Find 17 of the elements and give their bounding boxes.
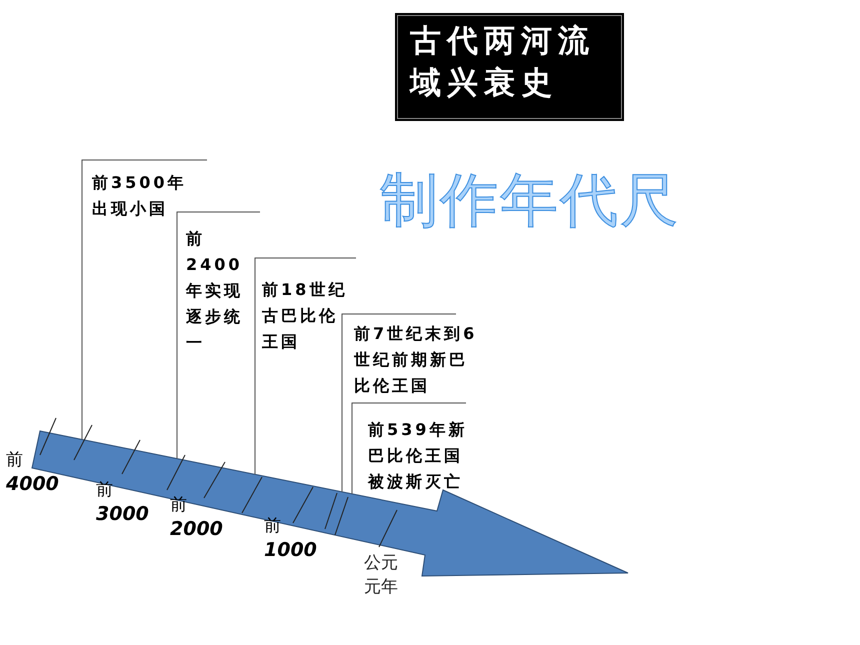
tick-label: 公元元年 — [364, 552, 399, 599]
event-text: 前539年新巴比伦王国被波斯灭亡 — [368, 417, 478, 495]
leader-line — [352, 402, 466, 494]
leader-line — [176, 212, 260, 460]
tick-label: 前2000 — [170, 494, 224, 541]
tick-label: 前4000 — [6, 449, 60, 496]
leader-line — [82, 160, 208, 440]
event-text: 前2400年实现逐步统一 — [186, 226, 254, 356]
tick-label: 前3000 — [96, 479, 150, 526]
tick-label: 前1000 — [264, 515, 318, 562]
title-box: 古代两河流域兴衰史 — [397, 15, 622, 119]
event-text: 前3500年出现小国 — [92, 170, 197, 222]
leader-line — [342, 314, 456, 492]
leader-line — [254, 258, 356, 475]
event-text: 前18世纪古巴比伦王国 — [262, 277, 352, 355]
subtitle: 制作年代尺 — [380, 165, 680, 236]
event-text: 前7世纪末到6世纪前期新巴比伦王国 — [354, 321, 479, 399]
